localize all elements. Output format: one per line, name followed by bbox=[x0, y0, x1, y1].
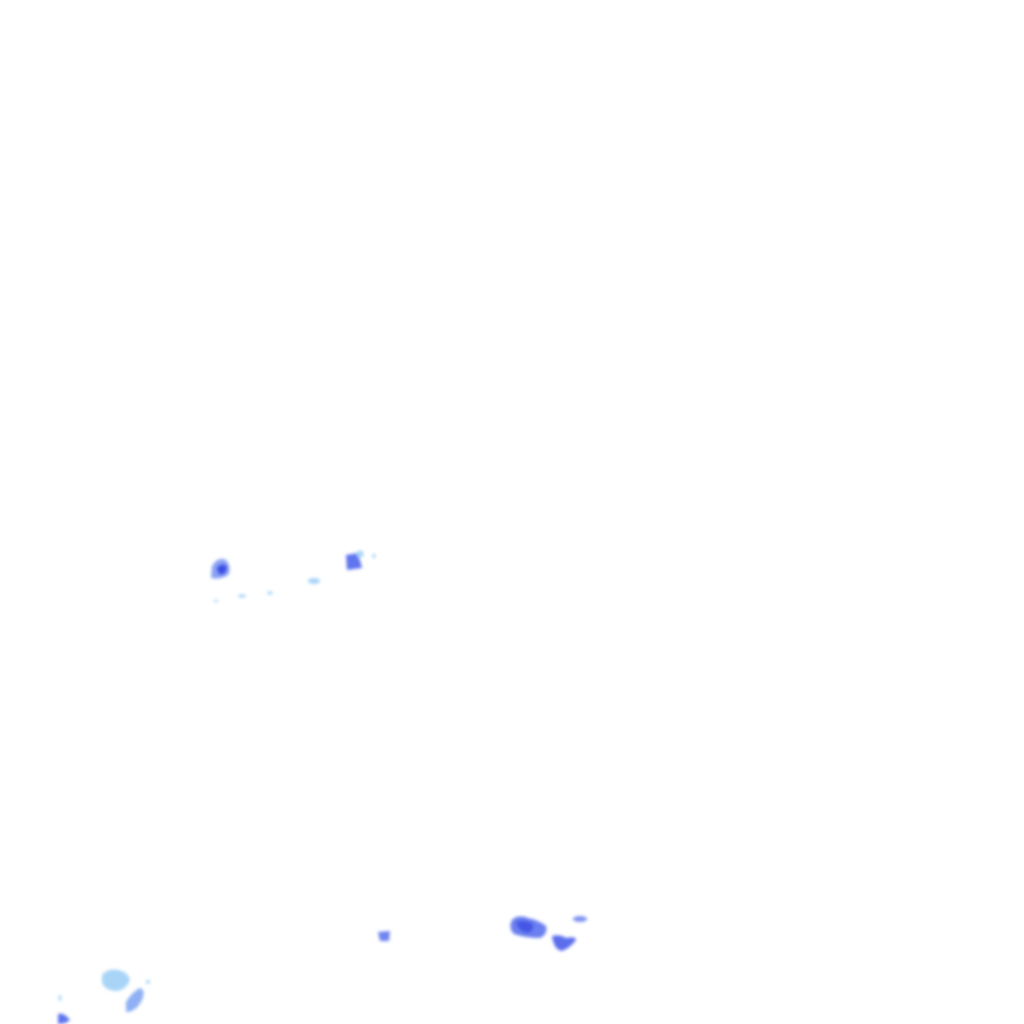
echo-cluster-west-central bbox=[211, 550, 376, 603]
echo-cell bbox=[516, 920, 534, 933]
echo-cell bbox=[378, 931, 390, 941]
echo-cell bbox=[356, 550, 364, 558]
echo-cell bbox=[102, 969, 130, 991]
echo-cell bbox=[308, 578, 320, 584]
echo-cell bbox=[146, 980, 150, 984]
echo-cell bbox=[126, 988, 144, 1012]
echo-cell bbox=[552, 935, 576, 951]
echo-cell bbox=[372, 553, 376, 559]
echo-cell bbox=[216, 564, 228, 575]
echo-cell bbox=[238, 594, 246, 598]
echo-cluster-southwest bbox=[58, 969, 150, 1024]
echo-cell bbox=[58, 1013, 70, 1024]
echo-cell bbox=[58, 995, 62, 1001]
echo-cluster-south-central bbox=[378, 916, 587, 951]
echo-cell bbox=[267, 591, 273, 595]
echo-cell bbox=[573, 916, 587, 922]
echo-cell bbox=[214, 599, 218, 603]
